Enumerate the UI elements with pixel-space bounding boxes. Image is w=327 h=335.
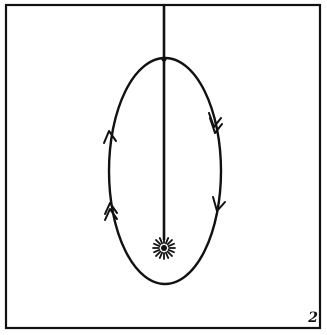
figure-number: 2 (308, 311, 318, 325)
starburst-icon (153, 237, 175, 259)
top-junction (161, 56, 166, 61)
